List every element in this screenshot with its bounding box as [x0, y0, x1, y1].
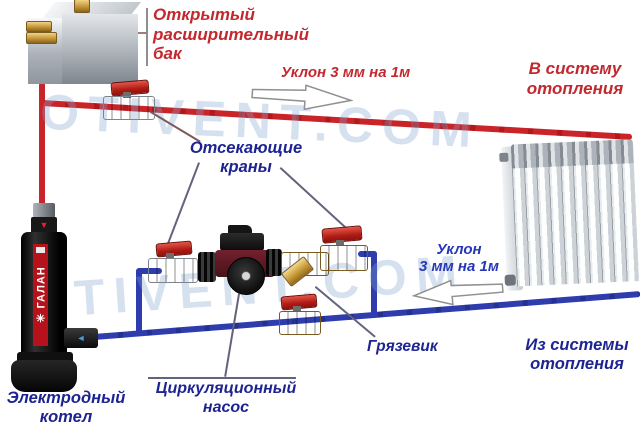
- tank-fitting: [26, 32, 57, 44]
- label-expansion-tank: Открытый расширительный бак: [153, 5, 309, 64]
- valve-body: [103, 96, 155, 120]
- valve-stem: [166, 253, 174, 259]
- flow-left-icon: ◄: [76, 333, 86, 343]
- pump-hub: [241, 271, 251, 281]
- boiler-brand-label: ✳ ГАЛАН: [35, 245, 48, 345]
- expansion-tank: [26, 0, 142, 86]
- label-shutoff-valves: Отсекающие краны: [189, 139, 303, 177]
- pump-face: [227, 257, 265, 295]
- callout-underline-pump: [148, 377, 296, 379]
- galan-star-icon: ✳: [35, 312, 48, 323]
- boiler-brand-stripe: [33, 244, 48, 346]
- label-to-heating-system: В систему отопления: [526, 59, 624, 98]
- pump-loop-pipe-left-top: [136, 268, 162, 274]
- pump-loop-pipe-right: [371, 251, 377, 315]
- shutoff-valve-pump-left: [148, 240, 200, 283]
- pump-motor: [220, 233, 264, 251]
- label-dirt-trap: Грязевик: [367, 338, 438, 355]
- pump-loop-pipe-left: [136, 269, 142, 336]
- boiler-inlet-collar: ▼: [31, 217, 57, 234]
- label-electrode-boiler: Электродный котел: [6, 389, 126, 427]
- label-slope-return: Уклон 3 мм на 1м: [419, 241, 499, 276]
- callout-line-tank-tick: [134, 32, 147, 34]
- slope-arrow-right-icon: [250, 80, 355, 118]
- boiler-outlet-fitting: ◄: [64, 328, 98, 348]
- valve-stem: [123, 92, 131, 98]
- radiator-fins: [511, 163, 639, 287]
- boiler-base: [11, 360, 77, 392]
- electrode-boiler: ▼ ✳ ГАЛАН ◄: [8, 200, 112, 396]
- valve-body: [148, 258, 198, 283]
- shutoff-valve-pump-right: [320, 225, 370, 271]
- valve-handle: [155, 240, 193, 258]
- shutoff-valve-supply: [103, 79, 157, 121]
- label-slope-supply: Уклон 3 мм на 1м: [281, 64, 411, 81]
- pump-flange-right: [266, 249, 282, 276]
- radiator-fitting-top: [499, 152, 509, 163]
- tank-top-fitting: [74, 0, 90, 13]
- tank-fitting: [26, 21, 52, 32]
- valve-body: [320, 245, 368, 271]
- boiler-inlet-fitting: [33, 203, 55, 218]
- bypass-valve-return: [279, 293, 323, 337]
- circulation-pump: [212, 225, 276, 295]
- pump-flange-left: [198, 252, 216, 282]
- tank-front-face: [62, 14, 138, 84]
- valve-stem: [293, 306, 301, 312]
- pump-terminal-box: [228, 225, 252, 235]
- radiator: [499, 139, 639, 293]
- boiler-brand-text: ГАЛАН: [35, 266, 48, 309]
- flow-down-icon: ▼: [39, 220, 49, 230]
- valve-body: [279, 311, 321, 335]
- label-from-heating-system: Из системы отопления: [525, 336, 629, 374]
- expansion-tank-riser-pipe: [39, 82, 45, 214]
- radiator-fitting-bottom: [504, 274, 516, 286]
- boiler-stripe-tag: [36, 247, 45, 253]
- slope-arrow-left-icon: [411, 275, 505, 314]
- callout-line-tank: [146, 8, 148, 66]
- label-circulation-pump: Циркуляционный насос: [155, 380, 297, 416]
- dirt-trap-strainer: [280, 248, 329, 294]
- valve-stem: [336, 240, 344, 246]
